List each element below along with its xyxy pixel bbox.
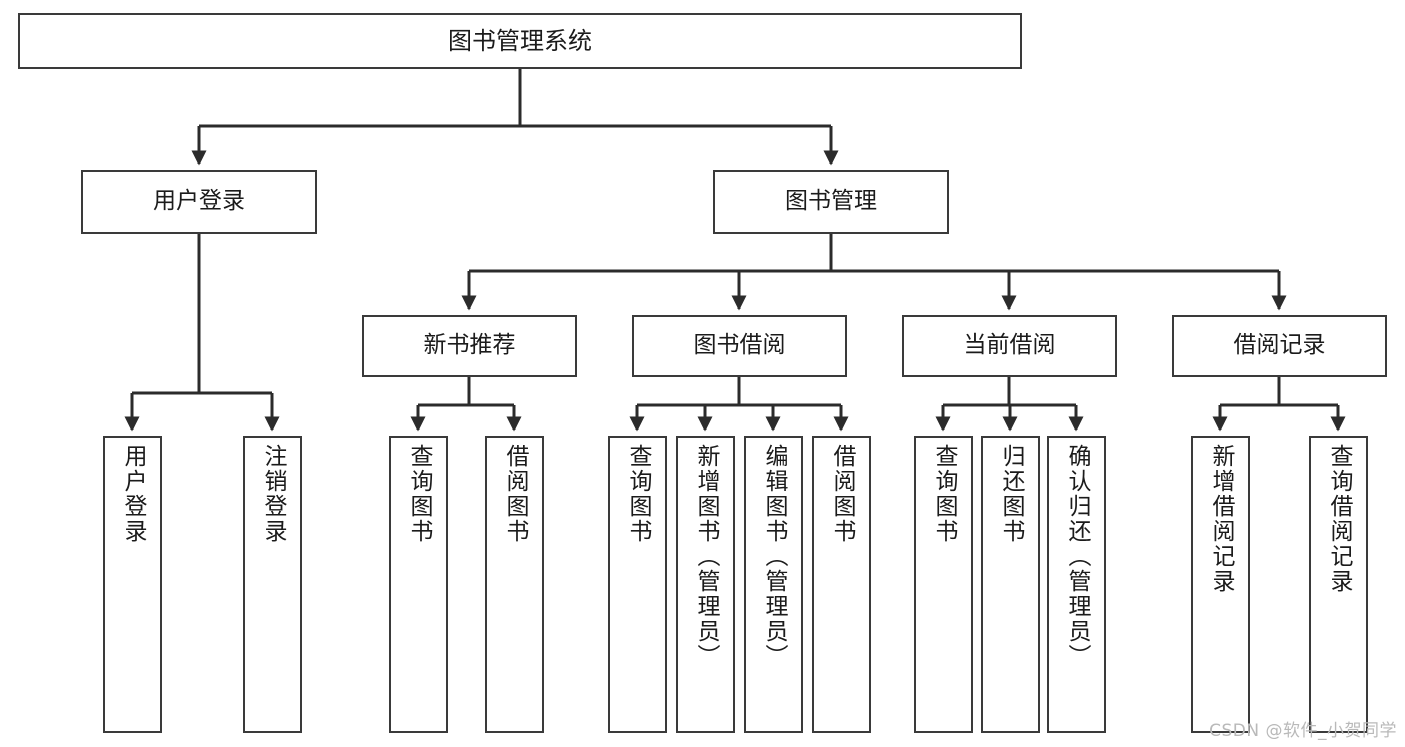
leaf-add-book[interactable]: 新增图书（管理员） [676,436,735,733]
node-book-borrow[interactable]: 图书借阅 [632,315,847,377]
leaf-query-book-b[interactable]: 查询图书 [608,436,667,733]
leaf-add-borrow-record[interactable]: 新增借阅记录 [1191,436,1250,733]
node-new-book-recommend[interactable]: 新书推荐 [362,315,577,377]
leaf-borrow-book-b[interactable]: 借阅图书 [812,436,871,733]
leaf-user-login[interactable]: 用户登录 [103,436,162,733]
node-book-borrow-label: 图书借阅 [693,332,786,359]
node-book-manage[interactable]: 图书管理 [713,170,949,234]
node-user-login-label: 用户登录 [153,188,245,215]
leaf-query-book-b-label: 查询图书 [625,444,651,544]
leaf-return-book-label: 归还图书 [998,444,1024,544]
leaf-confirm-return[interactable]: 确认归还（管理员） [1047,436,1106,733]
leaf-add-borrow-record-label: 新增借阅记录 [1208,444,1234,594]
leaf-user-login-label: 用户登录 [120,444,146,544]
node-current-borrow[interactable]: 当前借阅 [902,315,1117,377]
leaf-query-book-c-label: 查询图书 [931,444,957,544]
node-root[interactable]: 图书管理系统 [18,13,1022,69]
node-new-book-recommend-label: 新书推荐 [423,332,516,359]
node-user-login[interactable]: 用户登录 [81,170,317,234]
node-current-borrow-label: 当前借阅 [963,332,1056,359]
leaf-edit-book-label: 编辑图书（管理员） [761,444,787,669]
leaf-borrow-book-a[interactable]: 借阅图书 [485,436,544,733]
node-borrow-record-label: 借阅记录 [1233,332,1326,359]
leaf-query-book-c[interactable]: 查询图书 [914,436,973,733]
leaf-query-book-a[interactable]: 查询图书 [389,436,448,733]
node-root-label: 图书管理系统 [448,26,592,55]
node-borrow-record[interactable]: 借阅记录 [1172,315,1387,377]
leaf-query-book-a-label: 查询图书 [406,444,432,544]
node-book-manage-label: 图书管理 [785,188,877,215]
leaf-logout-label: 注销登录 [260,444,286,544]
watermark-text: CSDN @软件_小贺同学 [1209,721,1397,741]
leaf-borrow-book-a-label: 借阅图书 [502,444,528,544]
leaf-return-book[interactable]: 归还图书 [981,436,1040,733]
leaf-add-book-label: 新增图书（管理员） [693,444,719,669]
leaf-query-borrow-record[interactable]: 查询借阅记录 [1309,436,1368,733]
leaf-logout[interactable]: 注销登录 [243,436,302,733]
leaf-confirm-return-label: 确认归还（管理员） [1064,444,1090,669]
leaf-edit-book[interactable]: 编辑图书（管理员） [744,436,803,733]
leaf-borrow-book-b-label: 借阅图书 [829,444,855,544]
leaf-query-borrow-record-label: 查询借阅记录 [1326,444,1352,594]
